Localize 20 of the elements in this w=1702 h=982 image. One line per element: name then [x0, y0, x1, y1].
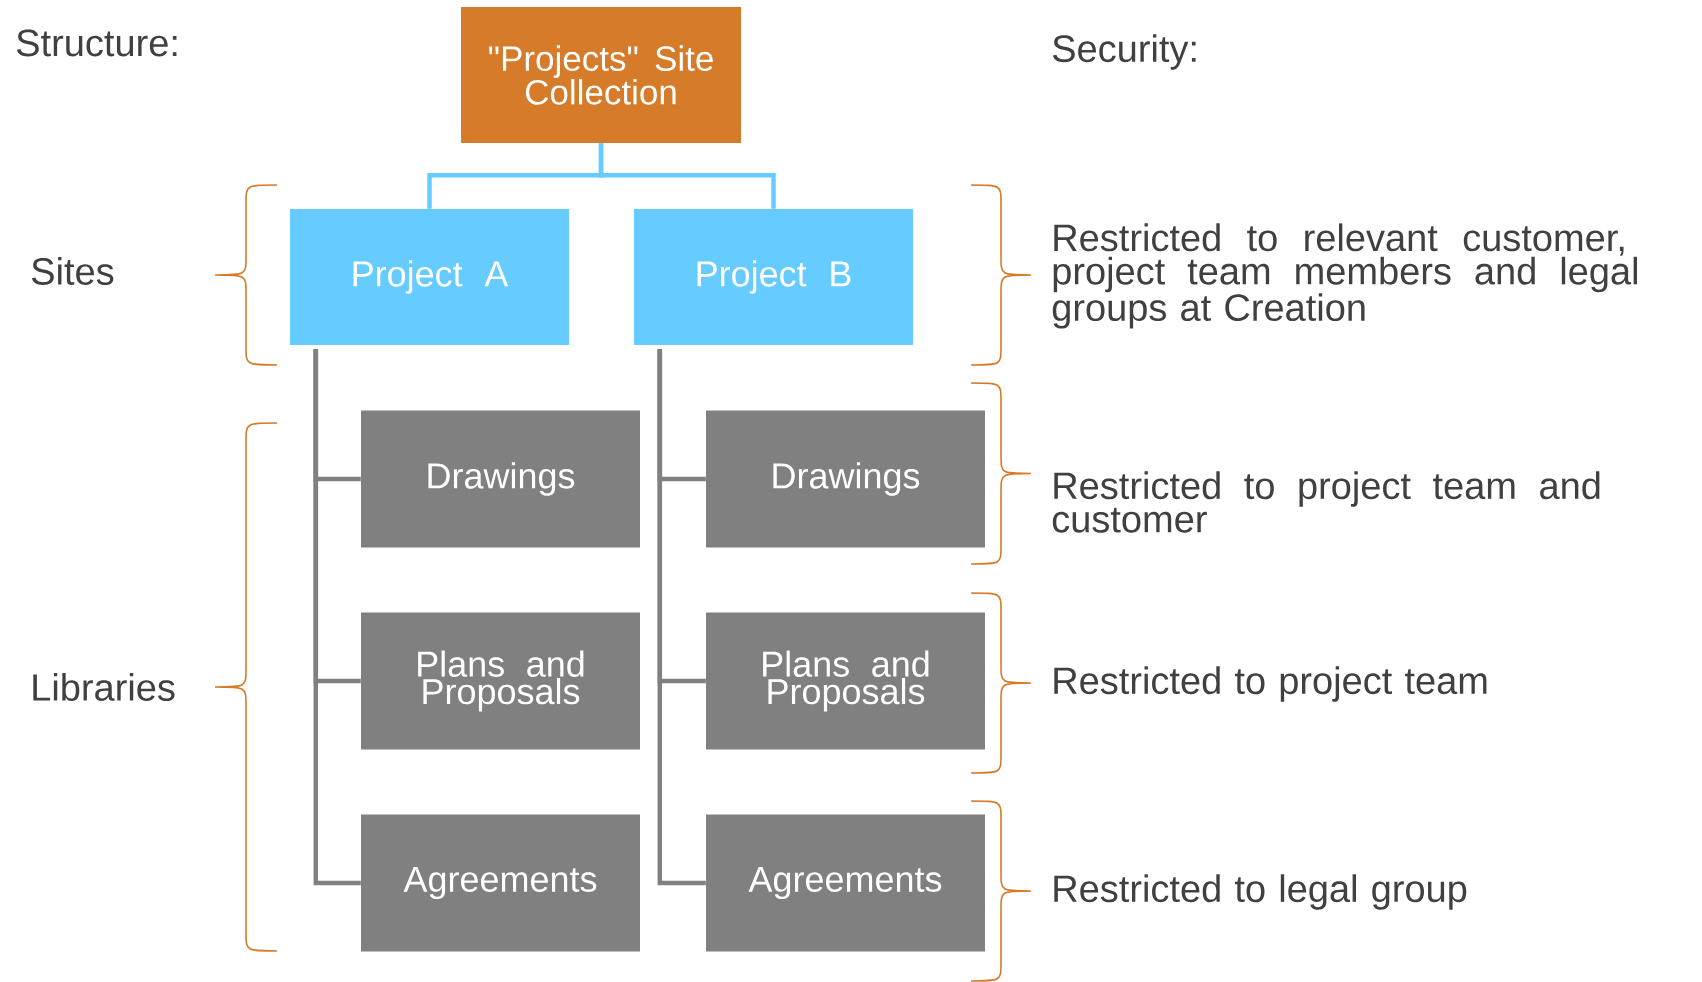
library-box: Plans and Proposals — [706, 612, 985, 750]
security-note: Restricted to project team and customer — [1052, 471, 1600, 533]
security-note: Restricted to legal group — [1054, 874, 1467, 910]
security-note: Restricted to project team — [1054, 666, 1487, 702]
connector-line — [598, 143, 776, 209]
root-box: "Projects" Site Collection — [461, 7, 741, 143]
heading: Security: — [1052, 34, 1196, 70]
site-box: Project A — [290, 209, 569, 345]
site-box: Project B — [634, 209, 913, 345]
library-box: Agreements — [706, 814, 985, 952]
library-box: Drawings — [706, 410, 985, 548]
group-label: Sites — [31, 257, 114, 285]
heading: Structure: — [16, 29, 177, 57]
library-box: Drawings — [361, 410, 640, 548]
library-box: Agreements — [361, 814, 640, 952]
connector-line — [657, 349, 706, 886]
library-box: Plans and Proposals — [361, 612, 640, 750]
connector-line — [313, 349, 361, 886]
security-note: Restricted to relevant customer, project team members and legal groups at Creation — [1052, 223, 1637, 329]
group-label: Libraries — [33, 673, 175, 701]
